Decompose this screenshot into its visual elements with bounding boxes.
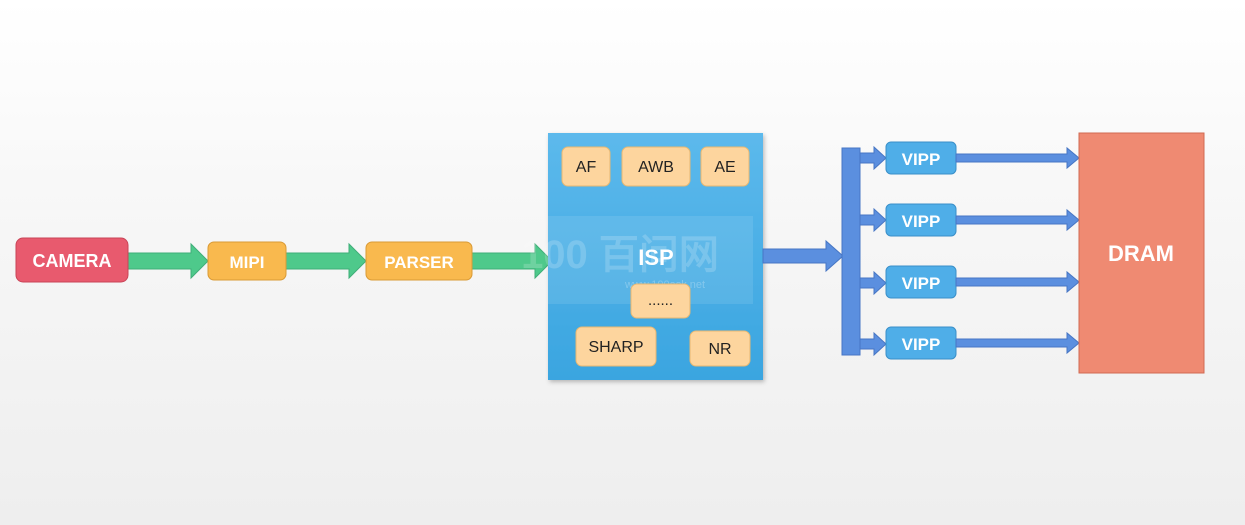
module-sharp-label: SHARP: [588, 339, 643, 356]
isp-module-awb: AWB: [621, 146, 691, 187]
vipp-node-4: VIPP: [885, 326, 957, 360]
parser-label: PARSER: [384, 253, 454, 272]
dram-label: DRAM: [1108, 241, 1174, 266]
camera-label: CAMERA: [33, 251, 112, 271]
vipp-node-2: VIPP: [885, 203, 957, 237]
module-nr-label: NR: [708, 341, 731, 358]
vipp-4-label: VIPP: [902, 335, 941, 354]
arrow-parser-to-isp: [471, 242, 553, 280]
vipp-node-3: VIPP: [885, 265, 957, 299]
mipi-label: MIPI: [230, 253, 265, 272]
isp-module-ae: AE: [700, 146, 750, 187]
vipp-to-dram-arrows: [955, 146, 1080, 355]
green-arrows: [127, 242, 553, 280]
module-ae-label: AE: [714, 159, 735, 176]
arrow-mipi-to-parser: [285, 242, 367, 280]
arrow-bus-to-vipp-1: [859, 145, 887, 171]
isp-module-sharp: SHARP: [575, 326, 657, 367]
vipp-3-label: VIPP: [902, 274, 941, 293]
vipp-1-label: VIPP: [902, 150, 941, 169]
isp-block: 100 百问网 www.100ask.net ISP AF AWB AE ...…: [521, 133, 763, 380]
isp-module-af: AF: [561, 146, 611, 187]
arrow-isp-to-bus: [762, 239, 844, 273]
bus-to-vipp-arrows: [859, 145, 887, 357]
arrow-vipp-2-to-dram: [955, 208, 1080, 232]
arrow-bus-to-vipp-4: [859, 331, 887, 357]
distribution-bus: [841, 147, 861, 356]
arrow-bus-to-vipp-3: [859, 270, 887, 296]
module-awb-label: AWB: [638, 159, 674, 176]
arrow-camera-to-mipi: [127, 242, 209, 280]
arrow-bus-to-vipp-2: [859, 207, 887, 233]
watermark-logo: 100 百问网: [521, 233, 719, 277]
camera-node: CAMERA: [15, 237, 129, 283]
vipp-2-label: VIPP: [902, 212, 941, 231]
dram-node: DRAM: [1078, 132, 1205, 374]
module-more-label: ......: [648, 292, 673, 309]
arrow-vipp-1-to-dram: [955, 146, 1080, 170]
module-af-label: AF: [576, 159, 597, 176]
parser-node: PARSER: [365, 241, 473, 281]
isp-title: ISP: [638, 245, 673, 270]
mipi-node: MIPI: [207, 241, 287, 281]
vipp-node-1: VIPP: [885, 141, 957, 175]
arrow-vipp-4-to-dram: [955, 331, 1080, 355]
isp-module-nr: NR: [689, 330, 751, 367]
isp-module-more: ......: [630, 283, 691, 319]
arrow-vipp-3-to-dram: [955, 270, 1080, 294]
